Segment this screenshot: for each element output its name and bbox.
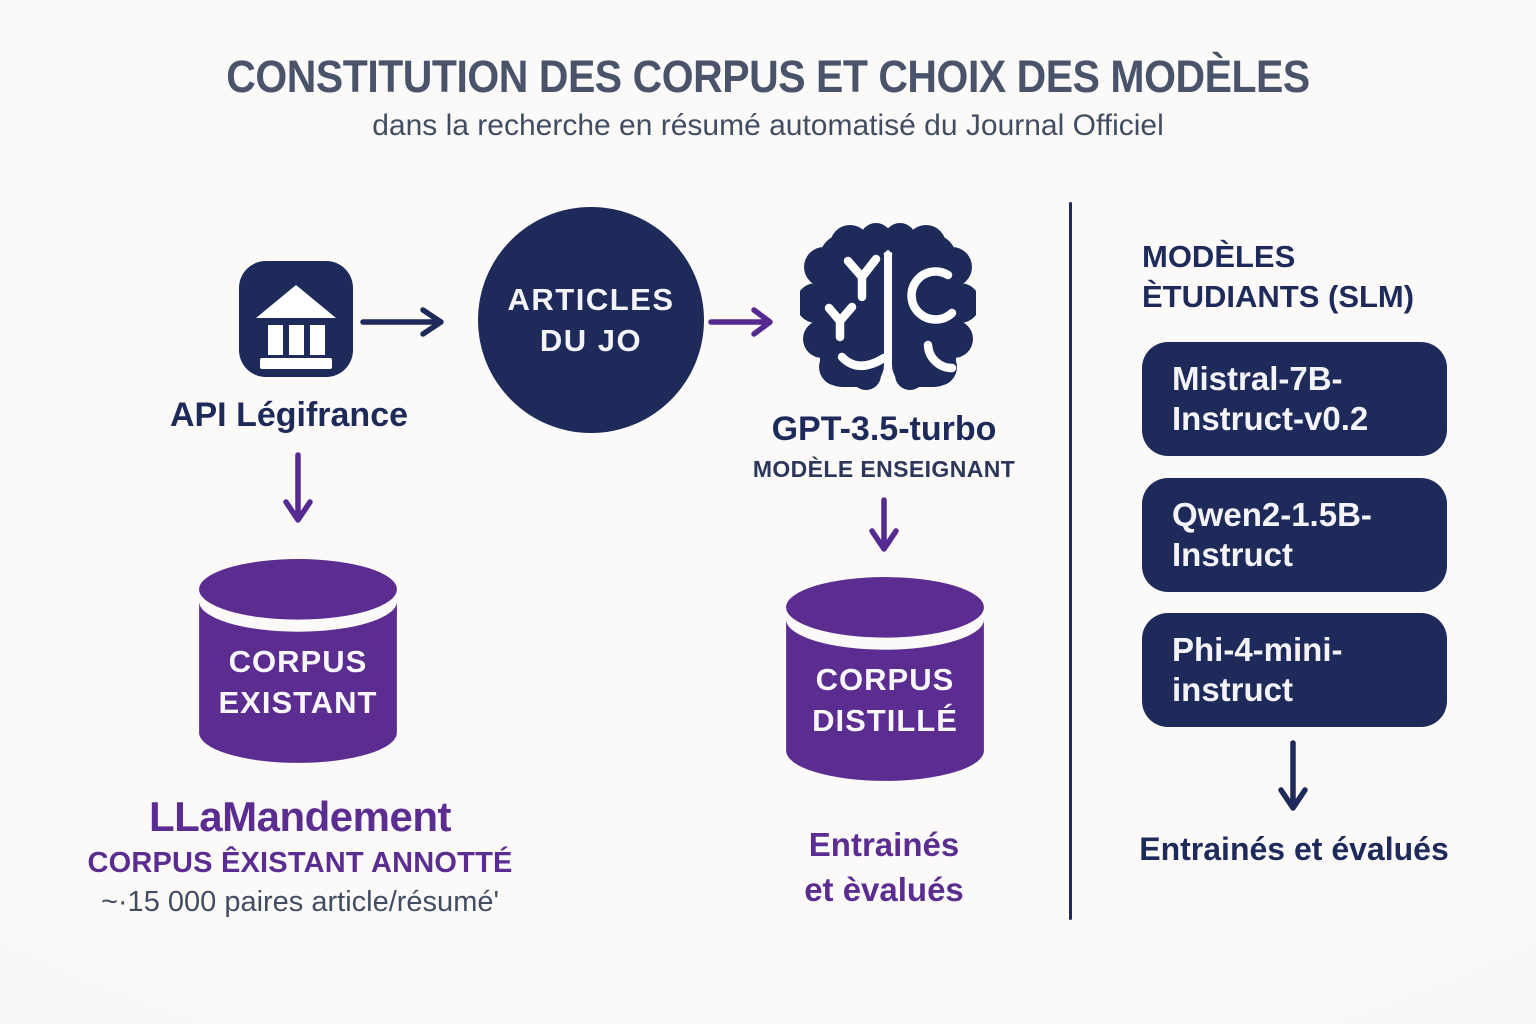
arrow-models-to-caption-icon: [1278, 740, 1308, 811]
model-card-phi: Phi-4-mini- instruct: [1142, 613, 1447, 727]
articles-du-jo-node: ARTICLES DU JO: [478, 207, 704, 433]
model-name-line2: Instruct-v0.2: [1172, 400, 1369, 437]
students-heading: MODÈLES ÈTUDIANTS (SLM): [1142, 237, 1512, 317]
corpus-existant-line1: CORPUS: [228, 644, 368, 679]
model-name-line2: instruct: [1172, 671, 1294, 708]
model-name-line1: Mistral-7B-: [1172, 360, 1343, 397]
brain-icon: [800, 223, 976, 390]
database-cylinder-icon: [786, 577, 984, 781]
model-name-line2: Instruct: [1172, 536, 1294, 573]
corpus-annote-subtitle: CORPUS ÊXISTANT ANNOTTÉ: [87, 847, 513, 879]
arrow-teacher-to-corpus-distille-icon: [869, 497, 899, 552]
teacher-model-name: GPT-3.5-turbo: [771, 410, 997, 448]
caption-line1: Entrainés: [808, 826, 960, 863]
arrow-api-to-corpus-existant-icon: [283, 452, 313, 523]
model-card-qwen: Qwen2-1.5B- Instruct: [1142, 478, 1447, 592]
model-name-line1: Phi-4-mini-: [1172, 631, 1343, 668]
corpus-existant-label: CORPUS EXISTANT: [196, 641, 400, 723]
students-caption: Entrainés et évalués: [1139, 831, 1449, 867]
corpus-existant-line2: EXISTANT: [218, 685, 378, 720]
corpus-distille-line2: DISTILLÉ: [812, 703, 958, 738]
bank-icon: [239, 261, 353, 377]
llamandement-title: LLaMandement: [148, 793, 452, 840]
database-cylinder-icon: [199, 559, 397, 763]
articles-line1: ARTICLES: [507, 282, 675, 317]
caption-line2: et èvalués: [804, 871, 964, 908]
teacher-model-role: MODÈLE ENSEIGNANT: [752, 456, 1016, 482]
students-heading-line2: ÈTUDIANTS (SLM): [1142, 279, 1415, 314]
api-legifrance-label: API Légifrance: [169, 396, 409, 434]
corpus-distille-caption: Entrainés et èvalués: [734, 822, 1034, 912]
section-divider: [1069, 202, 1072, 920]
arrow-api-to-articles-icon: [360, 307, 444, 337]
articles-line2: DU JO: [539, 323, 643, 358]
arrow-articles-to-teacher-icon: [708, 307, 773, 337]
students-heading-line1: MODÈLES: [1142, 239, 1296, 274]
corpus-distille-label: CORPUS DISTILLÉ: [783, 659, 987, 741]
model-card-mistral: Mistral-7B- Instruct-v0.2: [1142, 342, 1447, 456]
page-title: CONSTITUTION DES CORPUS ET CHOIX DES MOD…: [226, 51, 1310, 102]
corpus-distille-line1: CORPUS: [815, 662, 955, 697]
corpus-pairs-note: ~·15 000 paires article/résumé': [100, 886, 500, 918]
model-name-line1: Qwen2-1.5B-: [1172, 496, 1372, 533]
page-subtitle: dans la recherche en résumé automatisé d…: [372, 109, 1164, 142]
